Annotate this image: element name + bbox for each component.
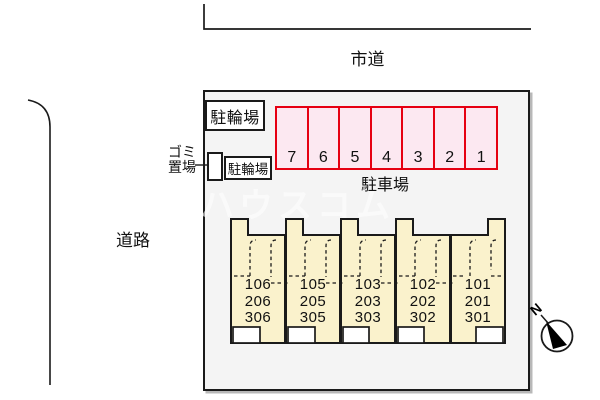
city-road-line xyxy=(203,4,531,30)
room-number: 101 xyxy=(464,276,492,293)
room-number: 303 xyxy=(354,309,382,326)
unit-room-numbers: 102 202 302 xyxy=(396,276,450,327)
garbage-label-line1: ゴミ xyxy=(168,144,196,160)
room-number: 305 xyxy=(299,309,327,326)
unit-room-numbers: 103 203 303 xyxy=(341,276,395,327)
parking-space: 5 xyxy=(338,108,370,168)
unit-room-numbers: 101 201 301 xyxy=(451,276,505,327)
parking-space: 2 xyxy=(432,108,465,168)
parking-area-label: 駐車場 xyxy=(360,177,409,194)
room-number: 202 xyxy=(409,292,437,310)
room-number: 205 xyxy=(299,292,327,310)
unit-room-numbers: 106 206 306 xyxy=(231,276,285,327)
compass-needle-tail xyxy=(540,314,549,324)
room-number: 103 xyxy=(354,276,382,293)
garbage-box xyxy=(207,152,223,181)
garbage-label-line2: 置場 xyxy=(168,159,196,175)
room-number: 105 xyxy=(299,276,327,293)
city-road-label: 市道 xyxy=(350,50,385,69)
room-number: 302 xyxy=(409,309,437,326)
compass-circle xyxy=(540,319,574,353)
parking-spaces-row: 7 6 5 4 3 2 1 xyxy=(275,106,498,170)
bicycle-parking-top-label: 駐輪場 xyxy=(210,109,260,127)
unit-room-numbers: 105 205 305 xyxy=(286,276,340,327)
room-number: 306 xyxy=(244,309,272,326)
road-line xyxy=(27,99,51,385)
road-label: 道路 xyxy=(116,231,150,250)
compass: N xyxy=(527,300,574,353)
parking-space: 7 xyxy=(277,108,307,168)
room-number: 301 xyxy=(464,309,492,326)
room-number: 102 xyxy=(409,276,437,293)
parking-space: 3 xyxy=(401,108,433,168)
parking-space: 6 xyxy=(306,108,339,168)
room-number: 206 xyxy=(244,292,272,310)
compass-needle-icon xyxy=(546,321,567,349)
room-number: 201 xyxy=(464,292,492,310)
bicycle-parking-side-label: 駐輪場 xyxy=(227,162,269,177)
parking-space: 1 xyxy=(464,108,497,168)
room-number: 106 xyxy=(244,276,272,293)
garbage-area-label: ゴミ 置場 xyxy=(148,145,196,175)
room-number: 203 xyxy=(354,292,382,310)
parking-space: 4 xyxy=(369,108,402,168)
bicycle-parking-side-box: 駐輪場 xyxy=(224,156,272,180)
bicycle-parking-top-box: 駐輪場 xyxy=(205,100,265,131)
